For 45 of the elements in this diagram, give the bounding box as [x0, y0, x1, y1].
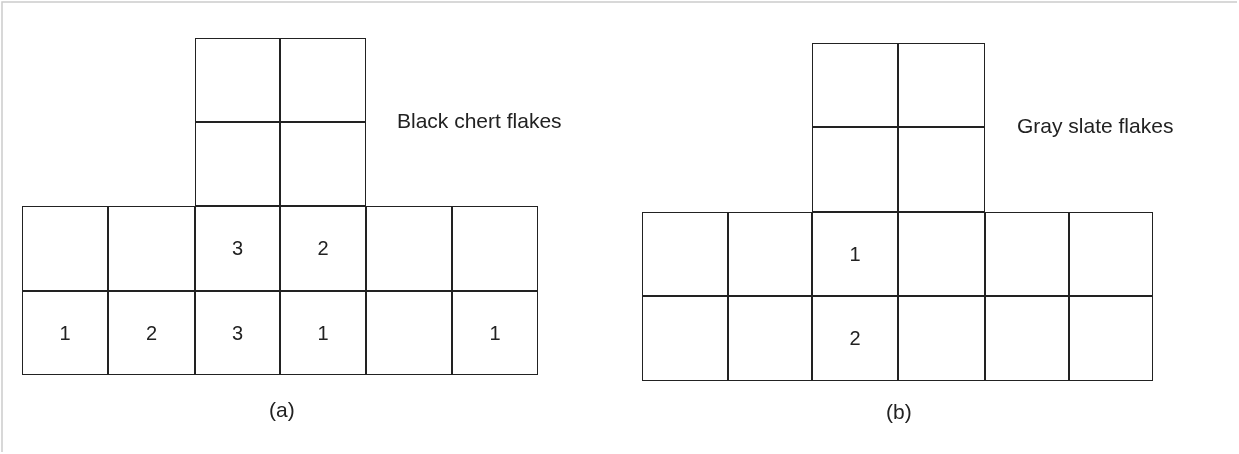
count-value: 2 [849, 327, 861, 350]
grid-cell [898, 296, 985, 381]
grid-cell [280, 38, 366, 122]
grid-cell [108, 206, 195, 291]
grid-cell [195, 122, 280, 206]
grid-cell [22, 206, 108, 291]
grid-cell [812, 127, 898, 212]
grid-cell [728, 296, 812, 381]
grid-cell [1069, 296, 1153, 381]
grid-cell [985, 296, 1069, 381]
count-value: 2 [317, 237, 329, 260]
grid-cell [812, 296, 898, 381]
grid-cell [108, 291, 195, 375]
grid-cell [280, 206, 366, 291]
count-value: 1 [849, 242, 861, 266]
grid-cell [898, 127, 985, 212]
count-value: 3 [231, 321, 244, 345]
grid-label: Black chert flakes [397, 109, 562, 133]
count-value: 1 [489, 321, 501, 345]
grid-cell [898, 212, 985, 296]
count-value: 2 [145, 321, 158, 345]
grid-label: Gray slate flakes [1017, 114, 1174, 138]
grid-cell [728, 212, 812, 296]
grid-cell [642, 212, 728, 296]
grid-cell [452, 206, 538, 291]
grid-cell [195, 38, 280, 122]
grid-cell [280, 122, 366, 206]
grid-cell [642, 296, 728, 381]
count-value: 3 [231, 237, 244, 260]
grid-cell [366, 291, 452, 375]
grid-cell [195, 291, 280, 375]
grid-cell [812, 43, 898, 127]
grid-cell [22, 291, 108, 375]
grid-cell [366, 206, 452, 291]
grid-cell [985, 212, 1069, 296]
count-value: 1 [59, 321, 71, 345]
grid-cell [1069, 212, 1153, 296]
grid-cell [812, 212, 898, 296]
panel-label: (a) [269, 398, 295, 422]
count-value: 1 [317, 321, 329, 345]
grid-cell [280, 291, 366, 375]
grid-cell [452, 291, 538, 375]
grid-cell [898, 43, 985, 127]
grid-cell [195, 206, 280, 291]
panel-label: (b) [886, 400, 912, 424]
